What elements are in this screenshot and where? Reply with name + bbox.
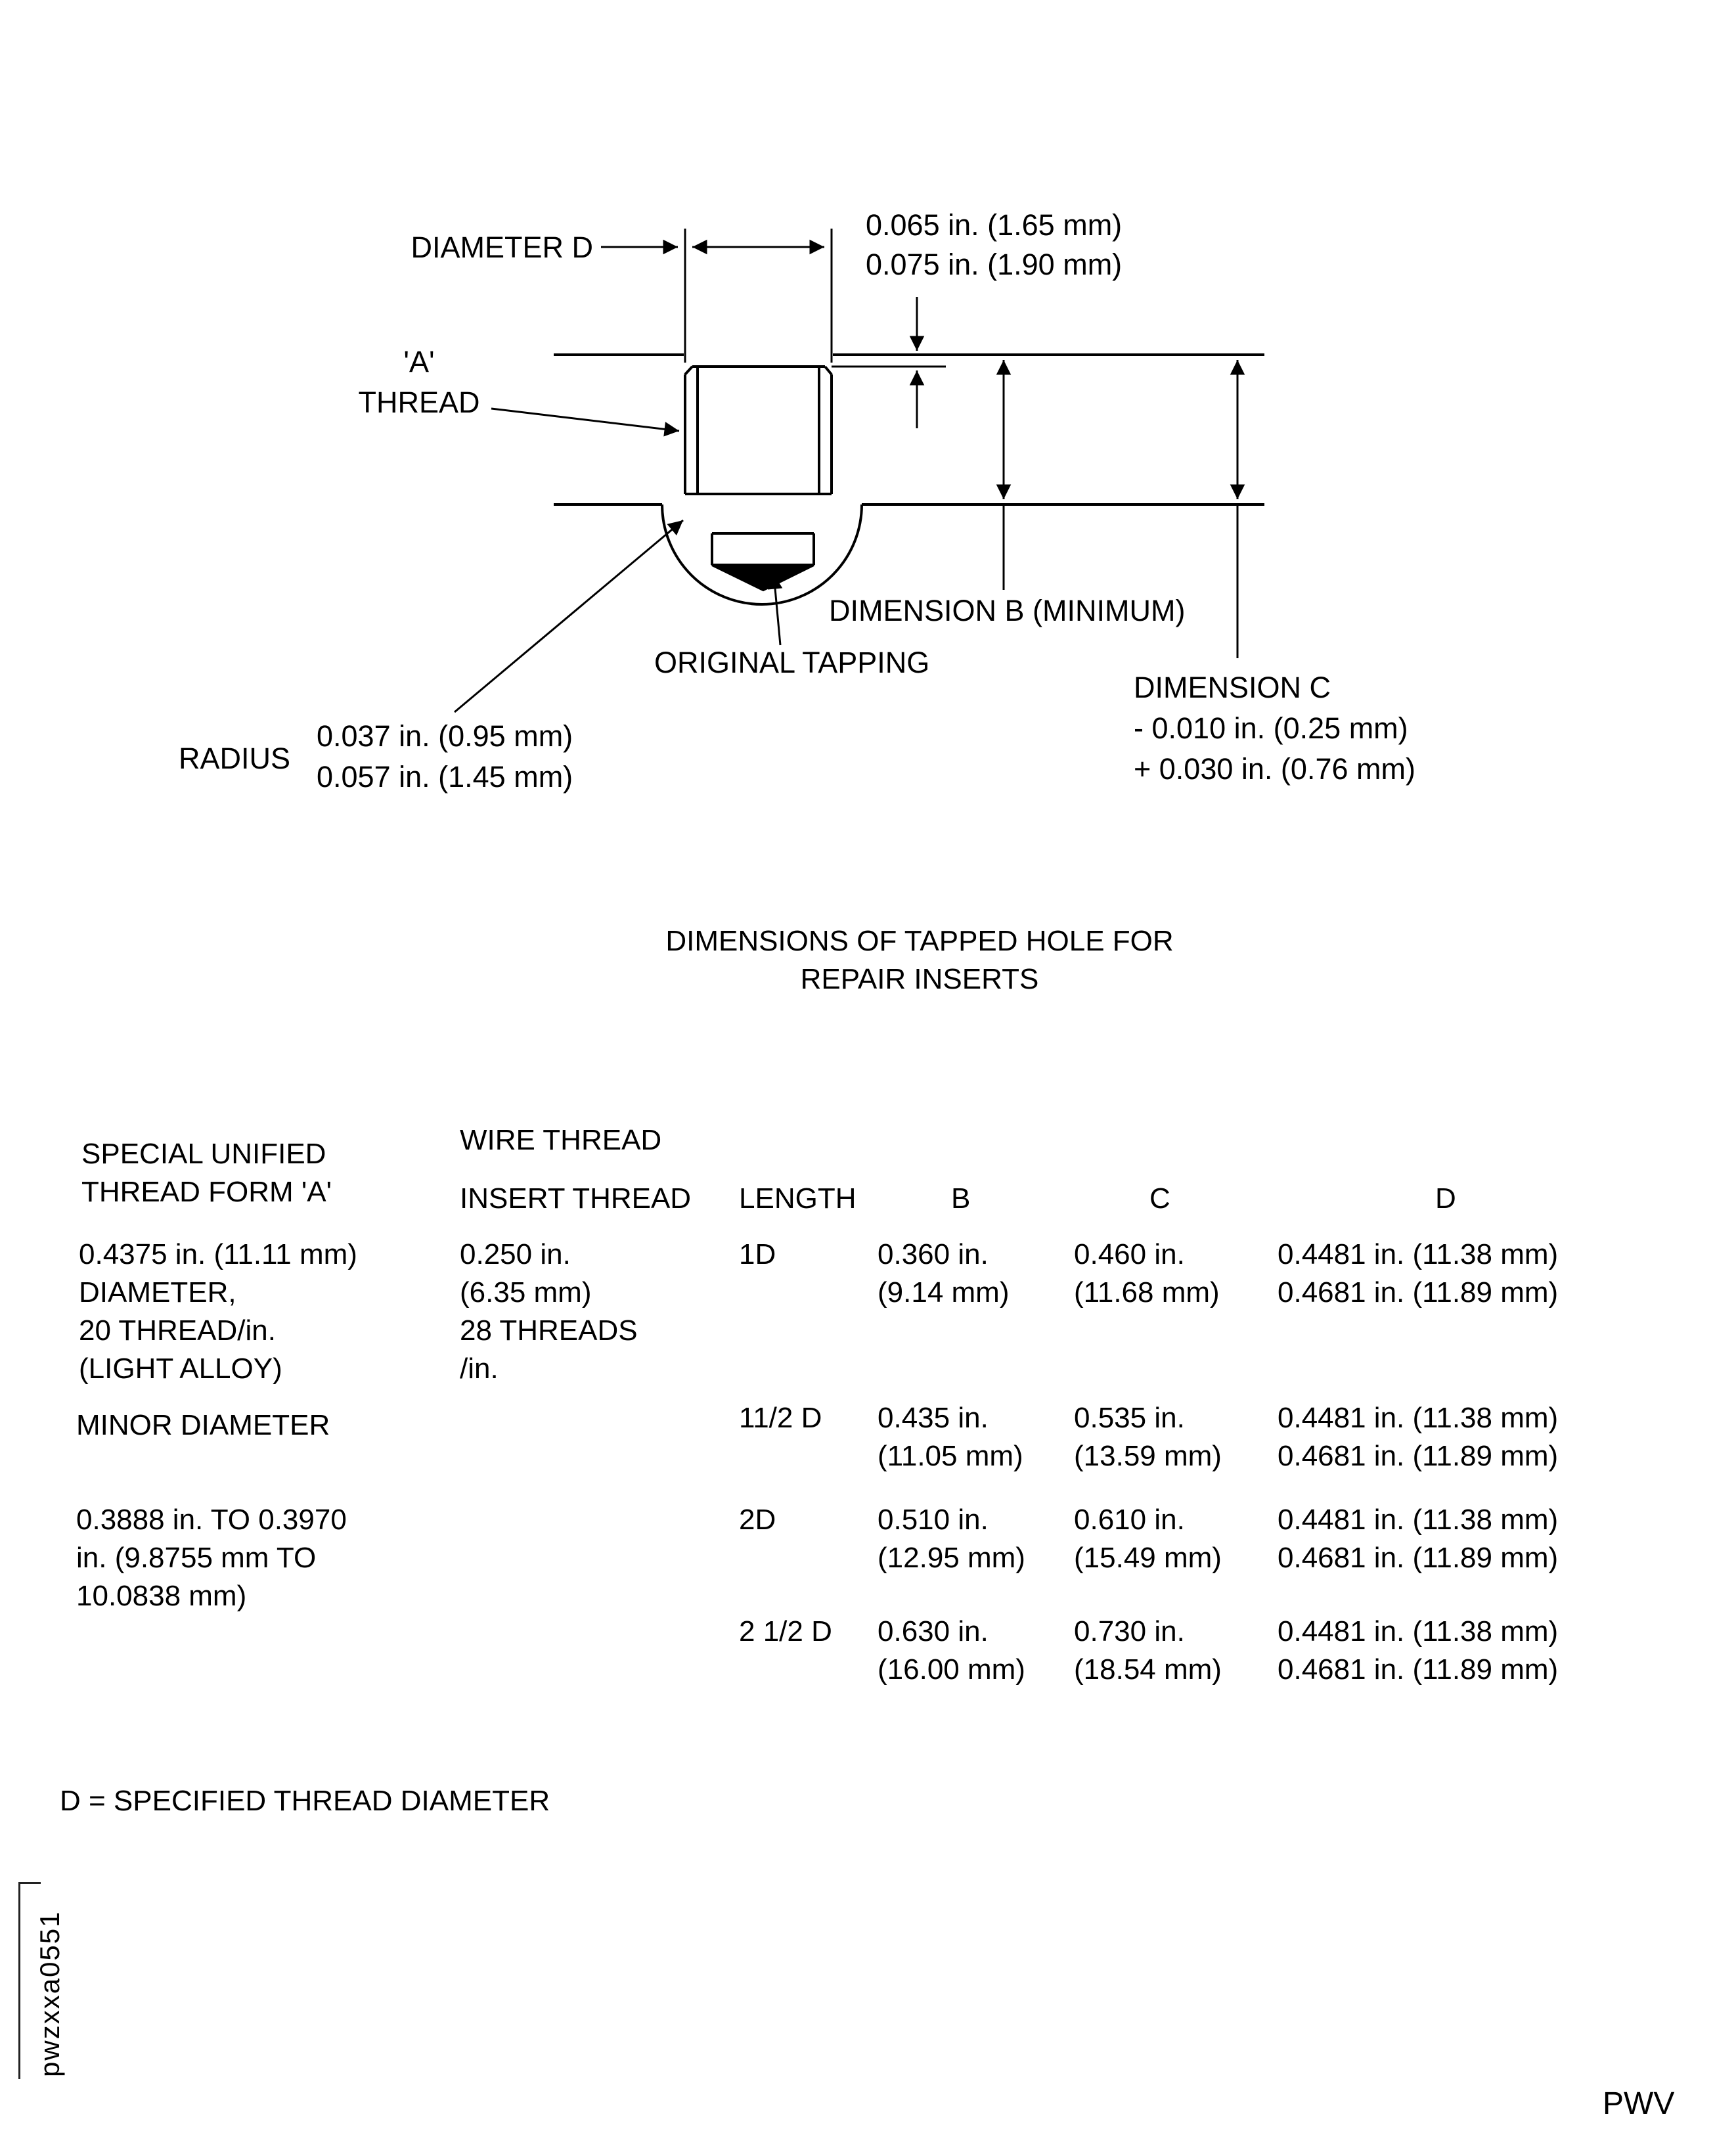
figure-id-bracket-vertical [18,1882,20,2079]
row3-c-mm: (15.49 mm) [1074,1542,1222,1574]
row1-d-line1: 0.4481 in. (11.38 mm) [1278,1238,1559,1270]
row4-c-mm: (18.54 mm) [1074,1653,1222,1686]
header-thread-form: SPECIAL UNIFIED THREAD FORM 'A' [81,1135,332,1211]
row2-d-line2: 0.4681 in. (11.89 mm) [1278,1440,1559,1472]
row3-length: 2D [739,1504,776,1536]
radius-label: RADIUS [179,742,290,775]
header-insert-thread-line2: INSERT THREAD [460,1182,692,1215]
figure-caption: DIMENSIONS OF TAPPED HOLE FOR REPAIR INS… [558,922,1281,998]
radius-leader [454,519,684,713]
minor-diameter-label: MINOR DIAMETER [76,1409,330,1441]
figure-id: pwzxxa0551 [34,1910,65,2077]
tapped-hole-diagram: DIAMETER D 0.065 in. (1.65 mm) 0.075 in.… [179,208,1415,794]
row1-length: 1D [739,1238,776,1270]
row4-d-line2: 0.4681 in. (11.89 mm) [1278,1653,1559,1686]
row3-b: 0.510 in. (12.95 mm) [878,1501,1025,1577]
header-b: B [951,1182,971,1215]
row4-c: 0.730 in. (18.54 mm) [1074,1613,1222,1689]
diameter-d-label: DIAMETER D [411,231,593,264]
row3-d-line1: 0.4481 in. (11.38 mm) [1278,1504,1559,1536]
part-outline [554,353,1264,606]
minor-diameter-line1: 0.3888 in. TO 0.3970 [76,1504,347,1536]
row2-d: 0.4481 in. (11.38 mm) 0.4681 in. (11.89 … [1278,1399,1558,1475]
original-tapping-label: ORIGINAL TAPPING [654,646,929,679]
a-thread-label-line2: THREAD [358,386,479,419]
row2-c-mm: (13.59 mm) [1074,1440,1222,1472]
row1-b: 0.360 in. (9.14 mm) [878,1236,1009,1312]
caption-line-2: REPAIR INSERTS [800,963,1039,995]
row1-b-mm: (9.14 mm) [878,1276,1010,1309]
row4-b-in: 0.630 in. [878,1615,989,1647]
row2-d-line1: 0.4481 in. (11.38 mm) [1278,1402,1559,1434]
row2-b: 0.435 in. (11.05 mm) [878,1399,1023,1475]
minor-diameter-values: 0.3888 in. TO 0.3970 in. (9.8755 mm TO 1… [76,1501,347,1615]
row2-c: 0.535 in. (13.59 mm) [1074,1399,1222,1475]
a-thread-label-line1: 'A' [403,345,434,378]
row3-d-line2: 0.4681 in. (11.89 mm) [1278,1542,1559,1574]
thread-form-a-spec: 0.4375 in. (11.11 mm) DIAMETER, 20 THREA… [79,1236,357,1388]
insert-thread-spec: 0.250 in. (6.35 mm) 28 THREADS /in. [460,1236,638,1388]
diagram-labels: DIAMETER D 0.065 in. (1.65 mm) 0.075 in.… [179,208,1415,794]
row1-c: 0.460 in. (11.68 mm) [1074,1236,1220,1312]
insert-thread-line4: /in. [460,1353,499,1385]
row1-b-in: 0.360 in. [878,1238,989,1270]
row4-b: 0.630 in. (16.00 mm) [878,1613,1025,1689]
a-thread-leader [491,407,680,437]
header-c: C [1149,1182,1170,1215]
page-code: PWV [1603,2086,1675,2121]
row4-b-mm: (16.00 mm) [878,1653,1025,1686]
original-tapping-leader [767,573,783,646]
row4-length: 2 1/2 D [739,1615,832,1647]
row4-d-line1: 0.4481 in. (11.38 mm) [1278,1615,1559,1647]
thread-form-a-line4: (LIGHT ALLOY) [79,1353,282,1385]
minor-diameter-line3: 10.0838 mm) [76,1580,247,1612]
recess-depth-value-2: 0.075 in. (1.90 mm) [866,248,1122,281]
row2-b-mm: (11.05 mm) [878,1440,1023,1472]
row2-b-in: 0.435 in. [878,1402,989,1434]
header-d: D [1435,1182,1456,1215]
dimension-c-value-1: - 0.010 in. (0.25 mm) [1134,711,1408,745]
thread-form-a-line3: 20 THREAD/in. [79,1314,276,1347]
dimension-c-value-2: + 0.030 in. (0.76 mm) [1134,752,1415,786]
row3-c-in: 0.610 in. [1074,1504,1185,1536]
recess-depth-value-1: 0.065 in. (1.65 mm) [866,208,1122,242]
row1-d-line2: 0.4681 in. (11.89 mm) [1278,1276,1559,1309]
thread-form-a-line2: DIAMETER, [79,1276,236,1309]
insert-thread-line1: 0.250 in. [460,1238,571,1270]
row3-d: 0.4481 in. (11.38 mm) 0.4681 in. (11.89 … [1278,1501,1558,1577]
dimension-b-label: DIMENSION B (MINIMUM) [829,594,1185,627]
row3-b-mm: (12.95 mm) [878,1542,1025,1574]
insert-thread-line3: 28 THREADS [460,1314,638,1347]
row4-c-in: 0.730 in. [1074,1615,1185,1647]
row4-d: 0.4481 in. (11.38 mm) 0.4681 in. (11.89 … [1278,1613,1558,1689]
row3-c: 0.610 in. (15.49 mm) [1074,1501,1222,1577]
hole-bottom-radius-arc [661,504,863,606]
dimension-c-label: DIMENSION C [1134,671,1331,704]
row2-length: 11/2 D [739,1402,822,1434]
header-thread-form-line1: SPECIAL UNIFIED [81,1138,326,1170]
row1-d: 0.4481 in. (11.38 mm) 0.4681 in. (11.89 … [1278,1236,1558,1312]
row3-b-in: 0.510 in. [878,1504,989,1536]
radius-value-2: 0.057 in. (1.45 mm) [317,760,573,794]
figure-id-bracket-horizontal [18,1882,41,1884]
minor-diameter-line2: in. (9.8755 mm TO [76,1542,317,1574]
thread-form-a-line1: 0.4375 in. (11.11 mm) [79,1238,357,1270]
dimension-lines [454,229,1245,713]
footnote: D = SPECIFIED THREAD DIAMETER [60,1785,550,1817]
radius-value-1: 0.037 in. (0.95 mm) [317,719,573,753]
row2-c-in: 0.535 in. [1074,1402,1185,1434]
insert-thread-line2: (6.35 mm) [460,1276,592,1309]
header-thread-form-line2: THREAD FORM 'A' [81,1176,332,1208]
row1-c-in: 0.460 in. [1074,1238,1185,1270]
drill-point [711,564,814,592]
caption-line-1: DIMENSIONS OF TAPPED HOLE FOR [665,925,1174,957]
header-insert-thread-line1: WIRE THREAD [460,1124,662,1156]
header-length: LENGTH [739,1182,857,1215]
row1-c-mm: (11.68 mm) [1074,1276,1220,1309]
